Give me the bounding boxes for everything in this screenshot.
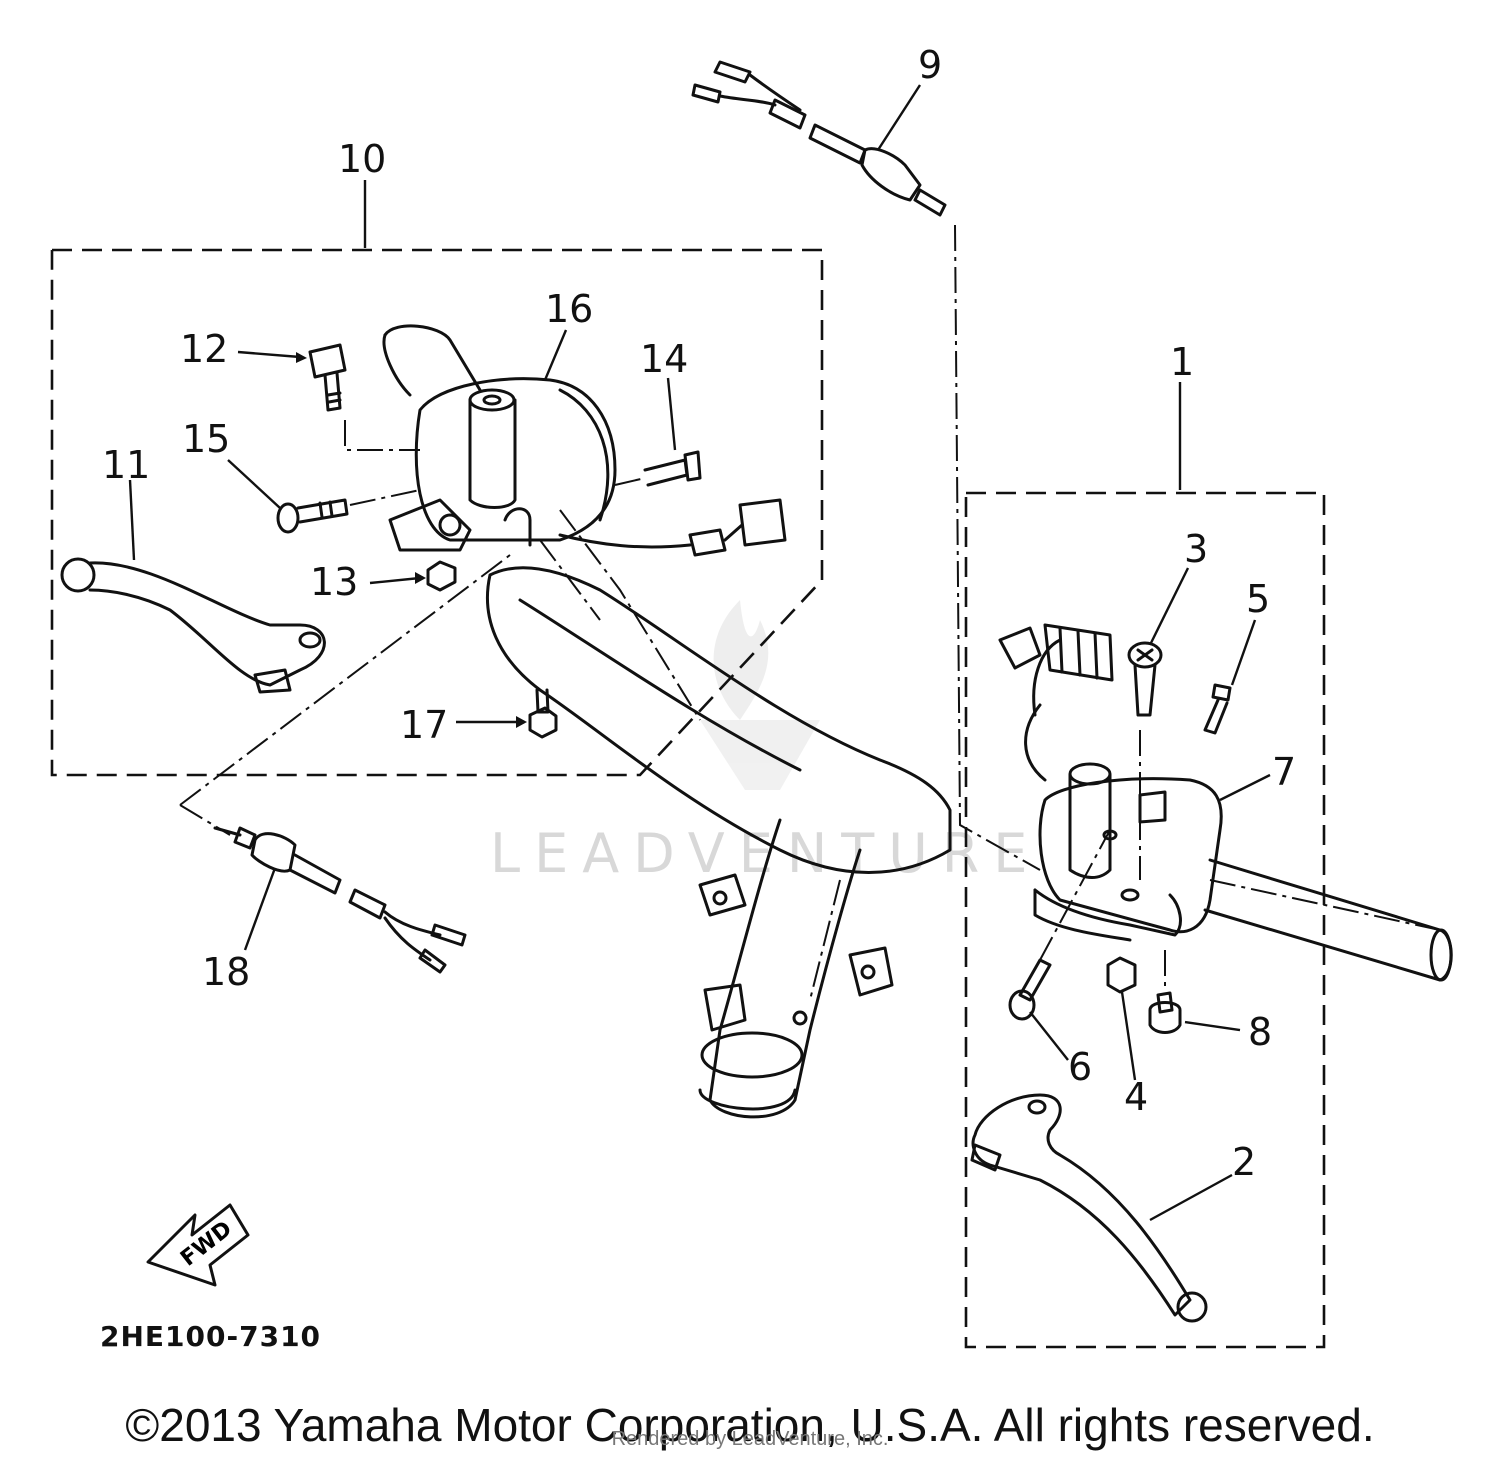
screw-14 bbox=[643, 450, 702, 487]
cable-18 bbox=[213, 826, 467, 974]
callout-5: 5 bbox=[1246, 577, 1270, 621]
callout-17: 17 bbox=[400, 703, 448, 747]
left-switch-16 bbox=[388, 377, 617, 552]
callout-8: 8 bbox=[1248, 1010, 1272, 1054]
group-box-1 bbox=[964, 491, 1326, 1349]
forward-arrow-icon: FWD bbox=[146, 1203, 250, 1287]
group-box-10 bbox=[50, 248, 824, 777]
screw-5 bbox=[1203, 683, 1232, 735]
callout-1: 1 bbox=[1170, 340, 1194, 384]
callout-2: 2 bbox=[1232, 1140, 1256, 1184]
callout-11: 11 bbox=[102, 443, 150, 487]
callout-15: 15 bbox=[182, 417, 230, 461]
lever-2 bbox=[970, 1093, 1208, 1323]
bolt-12 bbox=[308, 343, 347, 412]
handlebar bbox=[382, 324, 1453, 1119]
callout-12: 12 bbox=[180, 327, 228, 371]
callout-14: 14 bbox=[640, 337, 688, 381]
callout-4: 4 bbox=[1124, 1075, 1148, 1119]
callout-3: 3 bbox=[1184, 527, 1208, 571]
nut-4 bbox=[1106, 956, 1137, 994]
callout-16: 16 bbox=[545, 287, 593, 331]
callout-13: 13 bbox=[310, 560, 358, 604]
right-switch-7 bbox=[998, 623, 1223, 942]
nut-17 bbox=[528, 688, 558, 739]
screw-6 bbox=[1008, 958, 1052, 1021]
screw-8 bbox=[1148, 991, 1182, 1034]
callout-6: 6 bbox=[1068, 1045, 1092, 1089]
nut-13 bbox=[426, 560, 457, 592]
callout-10: 10 bbox=[338, 137, 386, 181]
watermark-text: LEADVENTURE bbox=[490, 822, 1041, 885]
lever-11 bbox=[60, 557, 326, 694]
cable-9 bbox=[691, 60, 947, 217]
screw-15 bbox=[276, 498, 349, 534]
copyright-notice: ©2013 Yamaha Motor Corporation, U.S.A. A… bbox=[125, 1399, 1375, 1451]
rendered-by-note: Rendered by LeadVenture, Inc. bbox=[611, 1428, 889, 1450]
callout-7: 7 bbox=[1272, 750, 1296, 794]
drawing-code: 2HE100-7310 bbox=[100, 1320, 322, 1353]
callout-9: 9 bbox=[918, 43, 942, 87]
callout-18: 18 bbox=[202, 950, 250, 994]
watermark-logo bbox=[700, 600, 820, 790]
screw-3 bbox=[1127, 641, 1163, 717]
